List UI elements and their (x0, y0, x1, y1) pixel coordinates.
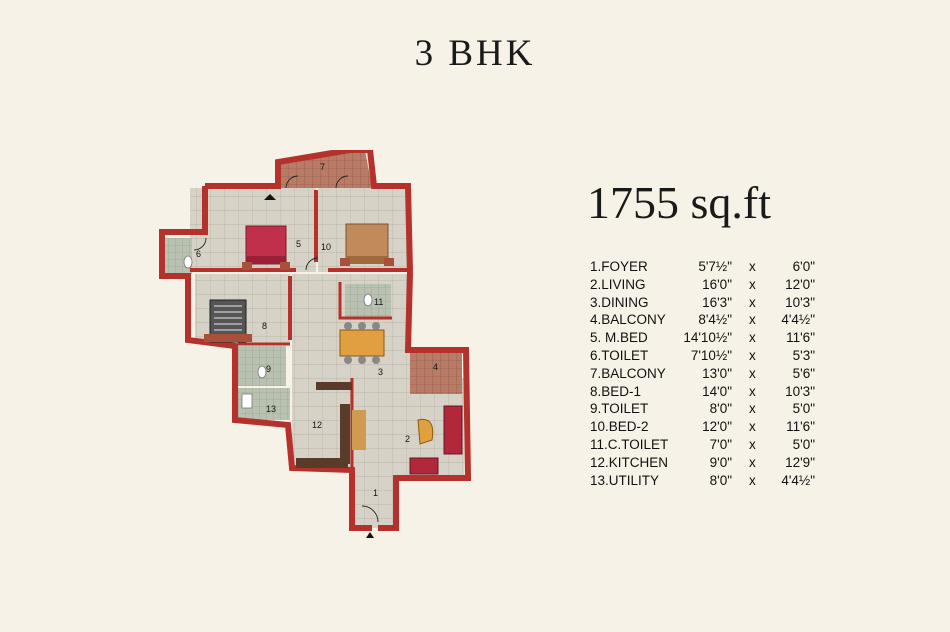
room-by: x (749, 294, 756, 310)
room-width: 14'0" (702, 383, 732, 399)
area-label: 1755 sq.ft (587, 177, 771, 228)
room-length: 11'6" (786, 419, 815, 435)
room-name: 1.FOYER (590, 259, 648, 274)
room-length: 5'6" (792, 365, 815, 381)
entrance-marker (366, 532, 374, 538)
room-length: 12'0" (785, 276, 815, 292)
room-by: x (749, 401, 756, 417)
room-length: 4'4½" (781, 472, 815, 488)
room-name: 9.TOILET (590, 401, 649, 417)
room-by: x (749, 259, 756, 274)
room-length: 12'9" (785, 454, 815, 470)
master-bed-furniture (242, 225, 290, 270)
plan-label-2: 2 (405, 434, 410, 444)
room-by: x (749, 454, 756, 470)
room-length: 5'0" (792, 401, 815, 417)
room-width: 8'0" (709, 401, 732, 417)
floor-plan: 1 2 3 4 5 6 7 8 9 10 11 12 13 (159, 150, 472, 538)
room-width: 7'0" (709, 436, 732, 452)
room-length: 6'0" (792, 259, 815, 274)
plan-label-8: 8 (262, 321, 267, 331)
dining-table (339, 322, 385, 364)
plan-label-6: 6 (196, 249, 201, 259)
room-by: x (749, 365, 756, 381)
room-name: 12.KITCHEN (590, 454, 669, 470)
room-by: x (749, 419, 756, 435)
bed-2-furniture (340, 223, 394, 266)
room-width: 14'10½" (683, 330, 732, 346)
wet-areas (162, 150, 462, 420)
room-length: 4'4½" (781, 312, 815, 328)
room-name: 6.TOILET (590, 347, 649, 363)
room-by: x (749, 383, 756, 399)
room-width: 7'10½" (690, 347, 732, 363)
room-name: 13.UTILITY (590, 472, 660, 488)
room-width: 16'0" (702, 276, 732, 292)
room-length: 10'3" (785, 294, 815, 310)
room-by: x (749, 276, 756, 292)
room-by: x (749, 472, 756, 488)
page-title: 3 BHK (414, 33, 536, 74)
plan-label-3: 3 (378, 367, 383, 377)
room-width: 5'7½" (698, 259, 732, 274)
plan-label-4: 4 (433, 362, 438, 372)
living-furniture (352, 405, 463, 475)
plan-label-5: 5 (296, 239, 301, 249)
room-width: 12'0" (702, 419, 732, 435)
room-by: x (749, 436, 756, 452)
room-name: 5. M.BED (590, 330, 648, 346)
room-name: 4.BALCONY (590, 312, 666, 328)
room-length: 10'3" (785, 383, 815, 399)
room-name: 11.C.TOILET (590, 436, 669, 452)
room-by: x (749, 312, 756, 328)
room-width: 9'0" (709, 454, 732, 470)
plan-label-11: 11 (374, 297, 383, 307)
room-width: 13'0" (702, 365, 732, 381)
room-by: x (749, 347, 756, 363)
room-name: 2.LIVING (590, 276, 646, 292)
compass-marker (264, 194, 276, 200)
room-width: 16'3" (702, 294, 732, 310)
plan-label-13: 13 (266, 404, 276, 414)
room-length: 5'3" (792, 347, 815, 363)
plan-label-1: 1 (373, 488, 378, 498)
plan-label-9: 9 (266, 364, 271, 374)
room-name: 3.DINING (590, 294, 649, 310)
room-length: 11'6" (786, 330, 815, 346)
plan-label-7: 7 (320, 162, 325, 172)
room-width: 8'4½" (698, 312, 732, 328)
room-name: 8.BED-1 (590, 383, 642, 399)
bed-1-furniture (204, 299, 252, 343)
toilet-fixtures (183, 255, 373, 409)
room-length: 5'0" (792, 436, 815, 452)
room-name: 7.BALCONY (590, 365, 666, 381)
room-name: 10.BED-2 (590, 419, 649, 435)
room-width: 8'0" (709, 472, 732, 488)
door-swings (193, 175, 379, 523)
room-by: x (749, 330, 756, 346)
kitchen-counter (296, 382, 352, 468)
plan-label-12: 12 (312, 420, 322, 430)
plan-label-10: 10 (321, 242, 331, 252)
